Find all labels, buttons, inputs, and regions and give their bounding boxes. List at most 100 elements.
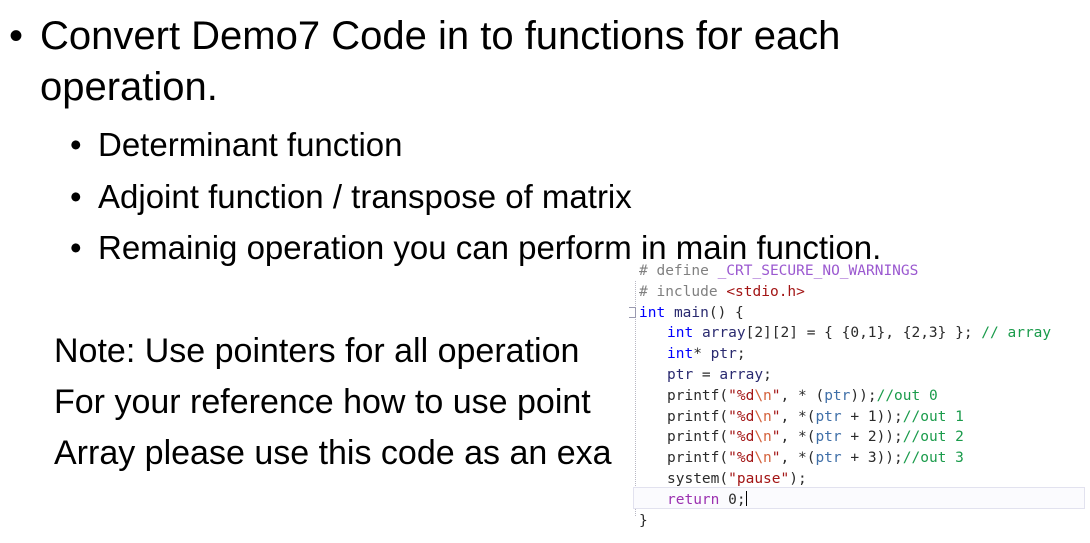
code-token-ident: ptr bbox=[710, 346, 737, 363]
bullet-level2-adjoint: • Adjoint function / transpose of matrix bbox=[0, 171, 632, 222]
code-token-str: " bbox=[771, 408, 781, 425]
code-line-8[interactable]: printf("%d\n", *(ptr + 1));//out 1 bbox=[627, 407, 964, 428]
bullet-text: Determinant function bbox=[98, 126, 403, 163]
code-token-num: 0; bbox=[719, 491, 746, 508]
code-token-punct: [2][2] = { {0,1}, {2,3} }; bbox=[745, 325, 982, 342]
code-screenshot: # define _CRT_SECURE_NO_WARNINGS # includ… bbox=[627, 259, 1090, 543]
code-line-text: int main() { bbox=[627, 305, 744, 321]
code-line-text: printf("%d\n", *(ptr + 2));//out 2 bbox=[627, 429, 964, 445]
code-token-var: ptr bbox=[815, 429, 842, 446]
code-token-punct: } bbox=[639, 512, 648, 529]
code-token-str: " bbox=[771, 387, 781, 404]
bullet-text: Adjoint function / transpose of matrix bbox=[98, 178, 632, 215]
bullet-glyph: • bbox=[70, 229, 82, 266]
code-token-punct: = bbox=[693, 367, 720, 383]
code-token-inc: <stdio.h> bbox=[726, 283, 805, 300]
code-line-7[interactable]: printf("%d\n", * (ptr));//out 0 bbox=[627, 386, 938, 407]
code-token-plain: system bbox=[667, 471, 720, 487]
code-token-cmt: // array bbox=[981, 325, 1052, 342]
code-token-ident: array bbox=[701, 325, 746, 342]
note-line-2: For your reference how to use point bbox=[54, 383, 591, 421]
code-line-text: system("pause"); bbox=[627, 471, 807, 487]
code-line-1[interactable]: # define _CRT_SECURE_NO_WARNINGS bbox=[627, 261, 918, 282]
code-line-text: return 0; bbox=[627, 490, 747, 508]
code-token-plain: printf bbox=[667, 450, 720, 467]
code-token-punct: , *( bbox=[780, 408, 816, 425]
code-token-cmt: //out 0 bbox=[876, 387, 938, 404]
code-token-kw: int bbox=[639, 304, 666, 321]
code-token-esc: \n bbox=[754, 387, 772, 404]
code-token-punct: , *( bbox=[780, 450, 816, 467]
code-token-esc: \n bbox=[754, 408, 772, 425]
code-token-punct: )); bbox=[850, 387, 877, 404]
bullet-text: Convert Demo7 Code in to functions for e… bbox=[40, 14, 841, 58]
code-token-cmt: //out 1 bbox=[902, 408, 964, 425]
code-token-punct: , *( bbox=[780, 429, 816, 446]
code-line-4[interactable]: int array[2][2] = { {0,1}, {2,3} }; // a… bbox=[627, 323, 1051, 344]
code-token-plain bbox=[693, 325, 702, 341]
bullet-level2-determinant: • Determinant function bbox=[0, 119, 403, 170]
code-token-punct: ( bbox=[719, 450, 729, 467]
code-token-ident: main bbox=[673, 304, 709, 321]
bullet-glyph: • bbox=[70, 178, 82, 215]
code-line-11[interactable]: system("pause"); bbox=[627, 469, 807, 490]
code-line-9[interactable]: printf("%d\n", *(ptr + 2));//out 2 bbox=[627, 427, 964, 448]
code-token-str: " bbox=[771, 429, 781, 446]
code-line-12[interactable]: return 0; bbox=[627, 490, 747, 511]
code-token-str: "%d bbox=[728, 450, 755, 467]
code-token-macro: _CRT_SECURE_NO_WARNINGS bbox=[717, 263, 919, 279]
note-line-3: Array please use this code as an exa bbox=[54, 434, 612, 472]
bullet-glyph: • bbox=[9, 14, 24, 58]
code-token-punct: ( bbox=[719, 429, 729, 446]
code-line-6[interactable]: ptr = array; bbox=[627, 365, 772, 386]
code-token-ident: array bbox=[719, 367, 764, 383]
code-line-3[interactable]: int main() { bbox=[627, 303, 744, 324]
code-line-10[interactable]: printf("%d\n", *(ptr + 3));//out 3 bbox=[627, 448, 964, 469]
code-token-var: ptr bbox=[815, 408, 842, 425]
code-token-ident: ptr bbox=[667, 367, 694, 383]
code-token-str: "%d bbox=[728, 387, 755, 404]
code-token-punct: ( bbox=[719, 408, 729, 425]
code-token-str: "%d bbox=[728, 429, 755, 446]
code-token-plain: printf bbox=[667, 408, 720, 425]
code-line-text: int* ptr; bbox=[627, 346, 746, 362]
code-token-str: " bbox=[771, 450, 781, 467]
code-line-text: printf("%d\n", *(ptr + 3));//out 3 bbox=[627, 450, 964, 466]
code-line-text: int array[2][2] = { {0,1}, {2,3} }; // a… bbox=[627, 325, 1051, 341]
note-block: Note: Use pointers for all operation For… bbox=[0, 326, 627, 486]
code-line-text: # define _CRT_SECURE_NO_WARNINGS bbox=[627, 263, 918, 279]
code-token-kw: int bbox=[667, 346, 694, 363]
code-line-text: ptr = array; bbox=[627, 367, 772, 383]
code-fold-icon[interactable] bbox=[629, 306, 636, 318]
code-line-text: } bbox=[627, 513, 648, 529]
code-line-5[interactable]: int* ptr; bbox=[627, 344, 746, 365]
code-token-pre: # define bbox=[639, 263, 718, 279]
code-token-cmt: //out 3 bbox=[902, 450, 964, 467]
code-line-text: printf("%d\n", * (ptr));//out 0 bbox=[627, 388, 938, 404]
code-token-punct: ( bbox=[719, 387, 729, 404]
code-token-kw2: return bbox=[667, 491, 720, 508]
code-token-punct: ; bbox=[736, 346, 746, 363]
code-token-plain: printf bbox=[667, 387, 720, 404]
code-token-str: "pause" bbox=[728, 471, 790, 487]
code-token-punct: ); bbox=[789, 471, 807, 487]
note-line-1: Note: Use pointers for all operation bbox=[54, 332, 580, 370]
code-token-punct: , * ( bbox=[780, 387, 825, 404]
code-line-text: # include <stdio.h> bbox=[627, 284, 805, 300]
bullet-level1-1: • Convert Demo7 Code in to functions for… bbox=[0, 11, 840, 62]
text-caret bbox=[745, 490, 747, 506]
code-token-esc: \n bbox=[754, 429, 772, 446]
code-token-str: "%d bbox=[728, 408, 755, 425]
code-token-plain bbox=[665, 305, 674, 321]
code-line-13[interactable]: } bbox=[627, 511, 648, 532]
bullet-level1-1-continuation: operation. bbox=[0, 62, 218, 113]
code-token-punct: + 1)); bbox=[841, 408, 903, 425]
code-line-2[interactable]: # include <stdio.h> bbox=[627, 282, 805, 303]
code-token-cmt: //out 2 bbox=[902, 429, 964, 446]
code-token-punct: * bbox=[693, 346, 711, 363]
code-token-esc: \n bbox=[754, 450, 772, 467]
bullet-text: operation. bbox=[40, 65, 218, 109]
code-token-punct: ; bbox=[763, 367, 772, 383]
bullet-glyph: • bbox=[70, 126, 82, 163]
code-token-punct: () { bbox=[708, 304, 744, 321]
